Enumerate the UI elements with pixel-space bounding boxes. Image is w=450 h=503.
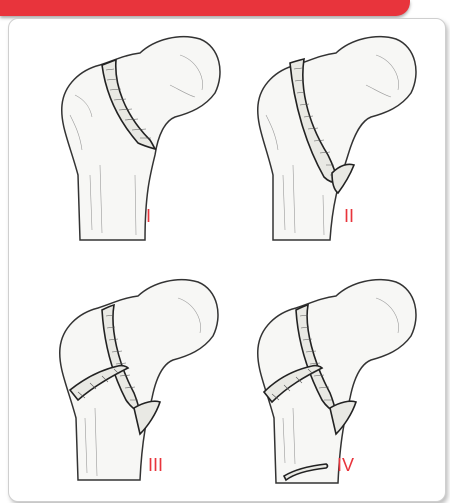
femur-illustration-iv xyxy=(228,268,428,493)
femur-illustration-i xyxy=(30,25,230,250)
label-type-ii: II xyxy=(344,207,354,225)
label-type-i: I xyxy=(146,207,151,225)
femur-illustration-ii xyxy=(228,25,428,250)
header-bar xyxy=(0,0,410,16)
label-type-iv: IV xyxy=(337,456,354,474)
label-type-iii: III xyxy=(148,456,163,474)
femur-illustration-iii xyxy=(30,268,230,493)
